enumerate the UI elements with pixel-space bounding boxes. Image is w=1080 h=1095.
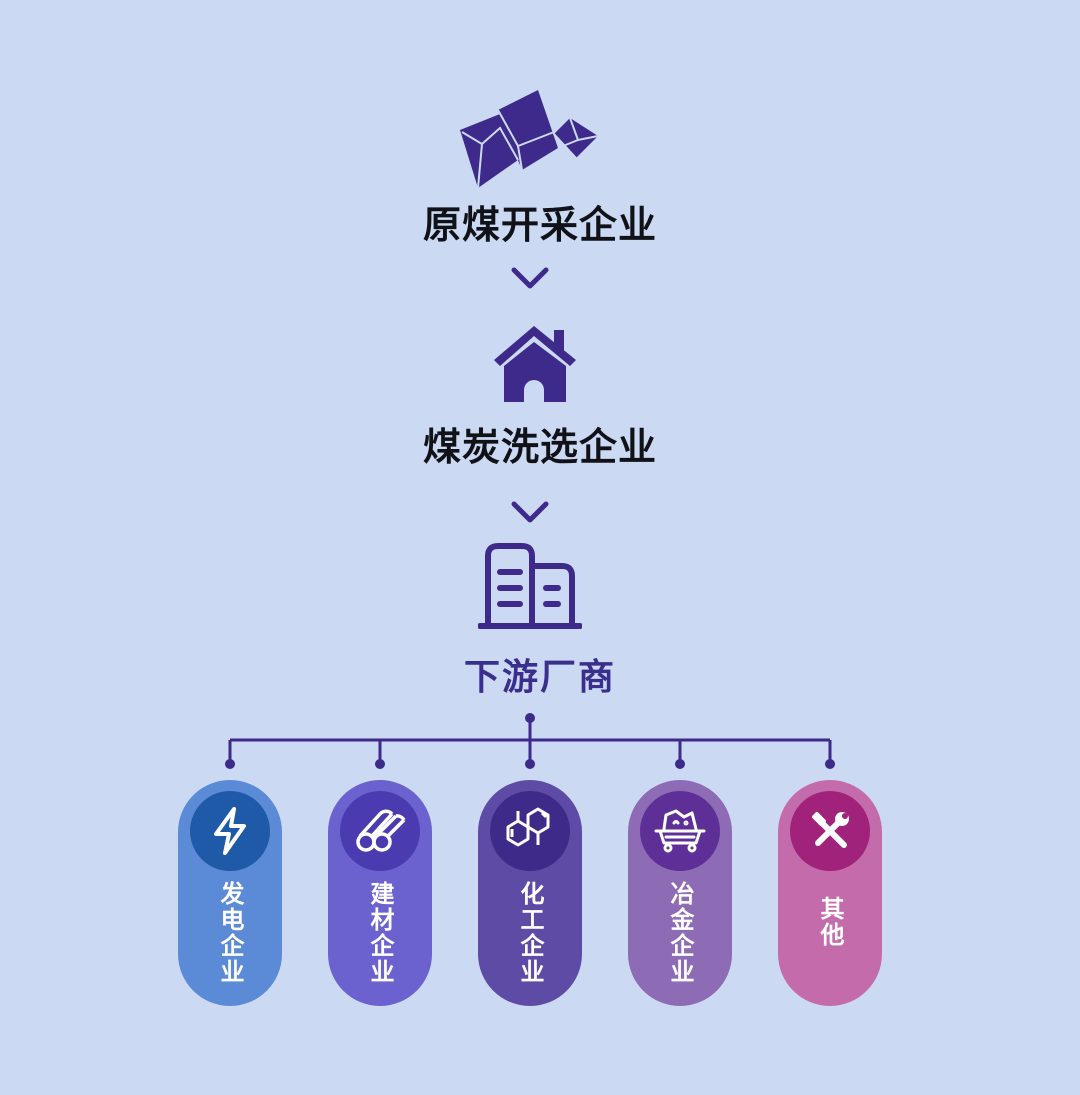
category-label: 化工企业 [516, 881, 544, 985]
chemical-structure-icon [490, 791, 570, 871]
category-label: 其他 [816, 896, 844, 948]
coal-rock-icon [458, 88, 602, 190]
category-chemical: 化工企业 [478, 780, 582, 1006]
house-icon [490, 320, 580, 404]
pipes-icon [340, 791, 420, 871]
buildings-icon [477, 540, 583, 632]
category-power: 发电企业 [178, 780, 282, 1006]
category-building-materials: 建材企业 [328, 780, 432, 1006]
branch-connector [225, 713, 835, 769]
lightning-icon [190, 791, 270, 871]
category-label: 建材企业 [366, 881, 394, 985]
category-other: 其他 [778, 780, 882, 1006]
tools-icon [790, 791, 870, 871]
chevron-down-icon [511, 501, 549, 523]
stage-label-downstream: 下游厂商 [463, 657, 616, 698]
category-label: 冶金企业 [666, 881, 694, 985]
category-label: 发电企业 [216, 881, 244, 985]
stage-label-mining: 原煤开采企业 [422, 203, 657, 247]
stage-label-washing: 煤炭洗选企业 [422, 425, 657, 469]
chevron-down-icon [511, 267, 549, 289]
ore-cart-icon [640, 791, 720, 871]
category-metallurgy: 冶金企业 [628, 780, 732, 1006]
